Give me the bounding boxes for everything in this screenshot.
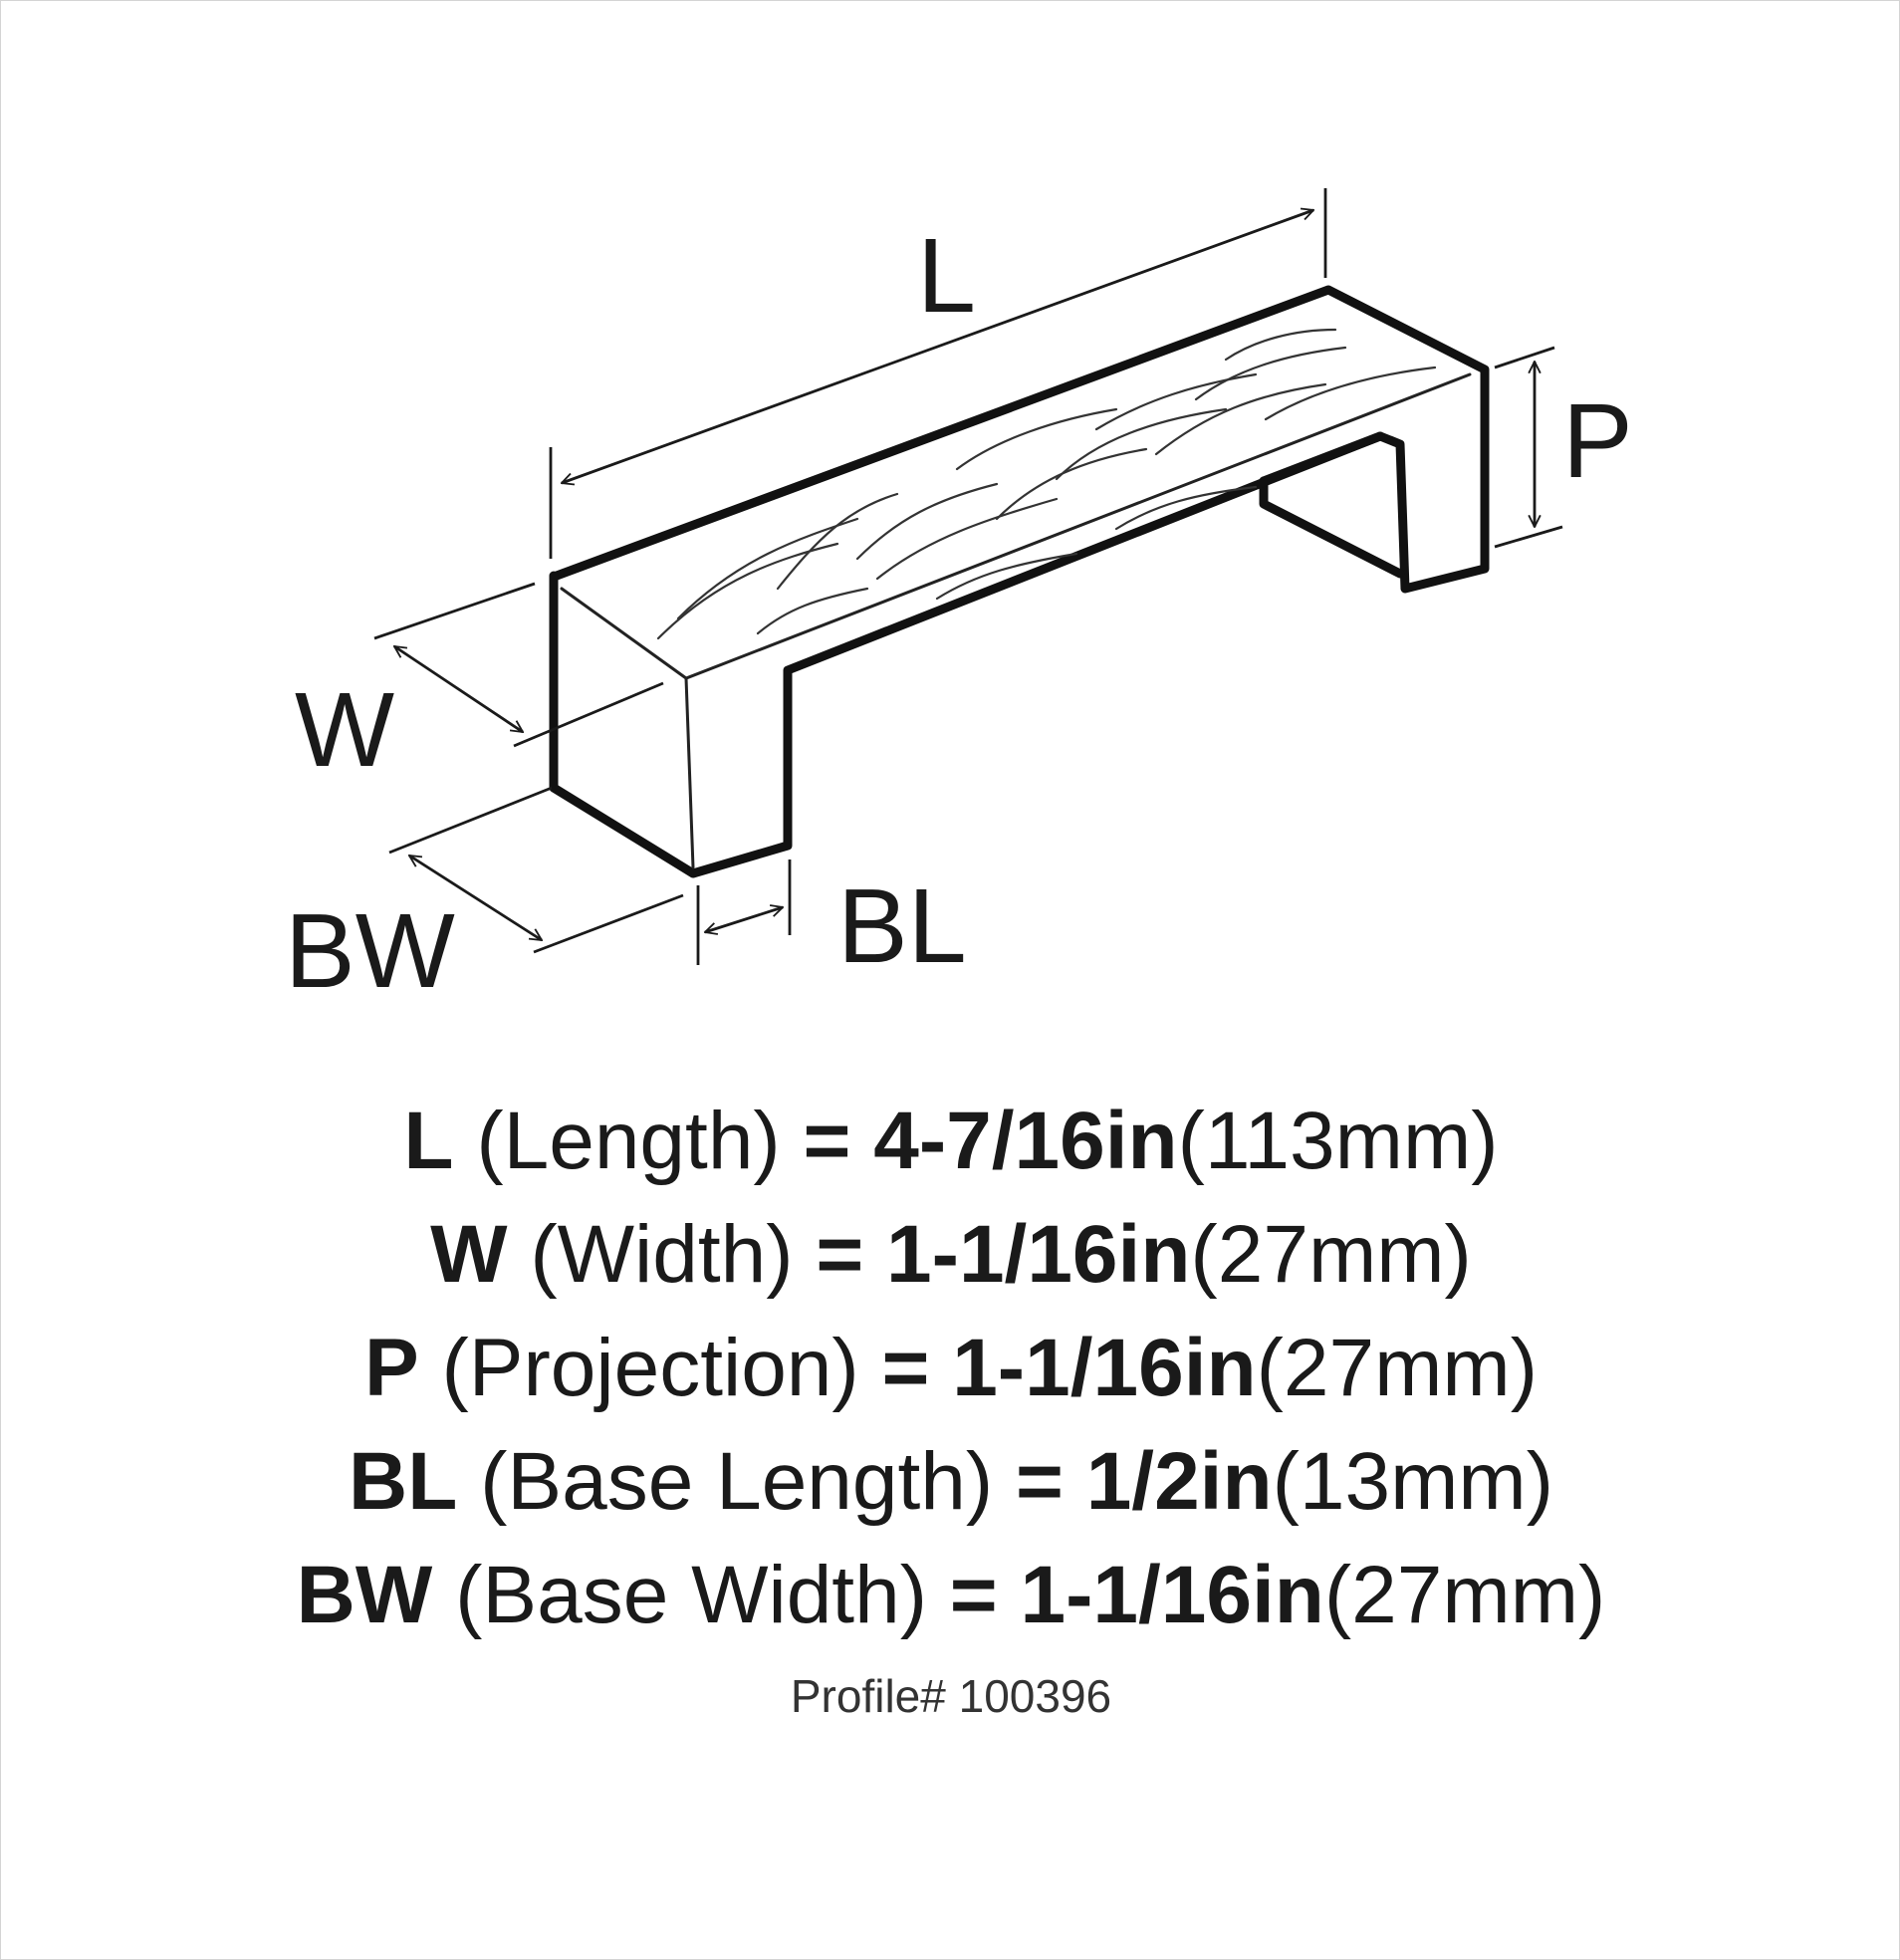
spec-description: (Base Width) — [455, 1550, 927, 1640]
handle-facets — [560, 372, 1472, 869]
label-projection: P — [1562, 382, 1633, 500]
spec-imperial: 1/2in — [1085, 1436, 1273, 1527]
spec-description: (Width) — [530, 1209, 794, 1300]
label-length: L — [917, 217, 976, 335]
spec-equals: = — [881, 1323, 930, 1413]
spec-line-base-width: BW (Base Width) = 1-1/16in(27mm) — [1, 1539, 1899, 1652]
spec-imperial: 1-1/16in — [1020, 1550, 1324, 1640]
spec-metric: (13mm) — [1272, 1436, 1553, 1527]
spec-equals: = — [1016, 1436, 1064, 1527]
spec-imperial: 1-1/16in — [886, 1209, 1191, 1300]
spec-imperial: 1-1/16in — [952, 1323, 1257, 1413]
spec-metric: (27mm) — [1323, 1550, 1606, 1640]
handle-texture — [656, 328, 1437, 640]
spec-code: L — [403, 1096, 454, 1186]
handle-outline — [549, 285, 1490, 878]
spec-list: L (Length) = 4-7/16in(113mm) W (Width) =… — [1, 1085, 1899, 1726]
spec-equals: = — [803, 1096, 851, 1186]
spec-metric: (27mm) — [1256, 1323, 1539, 1413]
spec-line-projection: P (Projection) = 1-1/16in(27mm) — [1, 1312, 1899, 1425]
spec-imperial: 4-7/16in — [873, 1096, 1178, 1186]
spec-line-width: W (Width) = 1-1/16in(27mm) — [1, 1198, 1899, 1312]
spec-code: W — [430, 1209, 508, 1300]
spec-description: (Projection) — [441, 1323, 859, 1413]
spec-description: (Base Length) — [480, 1436, 994, 1527]
spec-code: BL — [348, 1436, 458, 1527]
label-base-length: BL — [837, 867, 967, 985]
base-width-dimension-line — [409, 854, 542, 942]
dimension-lines — [373, 188, 1563, 965]
spec-line-base-length: BL (Base Length) = 1/2in(13mm) — [1, 1425, 1899, 1539]
label-base-width: BW — [285, 892, 455, 1010]
spec-code: P — [363, 1323, 419, 1413]
length-dimension-line — [562, 210, 1313, 483]
profile-number: Profile# 100396 — [790, 1670, 1112, 1722]
spec-metric: (113mm) — [1177, 1096, 1499, 1186]
label-width: W — [295, 671, 394, 789]
width-dimension-line — [394, 644, 523, 734]
spec-description: (Length) — [476, 1096, 781, 1186]
base-length-dimension-line — [705, 907, 783, 932]
spec-equals: = — [816, 1209, 864, 1300]
spec-line-length: L (Length) = 4-7/16in(113mm) — [1, 1085, 1899, 1198]
handle-dimension-drawing: L P W BW BL — [285, 188, 1633, 1010]
spec-code: BW — [296, 1550, 433, 1640]
spec-equals: = — [949, 1550, 998, 1640]
spec-metric: (27mm) — [1190, 1209, 1472, 1300]
